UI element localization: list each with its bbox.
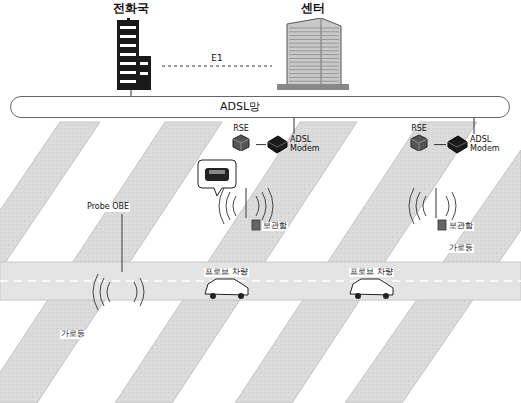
building-icon — [109, 18, 153, 90]
network-band: ADSL망 — [10, 96, 510, 118]
node-label: 센터 — [301, 2, 325, 16]
node-label: ADSL망 — [220, 101, 260, 114]
node-label: ADSL Modem — [470, 135, 502, 153]
streetlight-label: 가로등 — [60, 330, 86, 339]
node-label: ADSL Modem — [290, 135, 322, 153]
link-label: E1 — [209, 53, 224, 63]
device-label: Probe OBE — [86, 203, 130, 212]
building-icon — [277, 18, 349, 90]
network-line — [294, 118, 295, 134]
node-label: 전화국 — [113, 2, 149, 16]
cabinet-label: 보관함 — [448, 222, 474, 231]
streetlight-label: 가로등 — [448, 244, 474, 253]
vehicle-label: 프로브 차량 — [204, 268, 249, 277]
e1-link — [162, 66, 272, 67]
network-line — [256, 144, 266, 145]
rse-icon — [409, 133, 429, 151]
rse-icon — [231, 133, 251, 151]
center-building: 센터 — [272, 2, 354, 90]
rse-device: RSE — [404, 124, 434, 151]
vehicle-label: 프로브 차량 — [349, 268, 394, 277]
adsl-modem: ADSL Modem — [266, 134, 322, 154]
adsl-modem: ADSL Modem — [446, 134, 502, 154]
node-label: RSE — [233, 124, 249, 133]
rse-device: RSE — [226, 124, 256, 151]
node-label: RSE — [411, 124, 427, 133]
modem-icon — [446, 134, 468, 154]
telephone-office: 전화국 — [100, 2, 162, 90]
network-line — [434, 144, 446, 145]
cabinet-label: 보관함 — [262, 222, 288, 231]
modem-icon — [266, 134, 288, 154]
network-line — [474, 118, 475, 134]
